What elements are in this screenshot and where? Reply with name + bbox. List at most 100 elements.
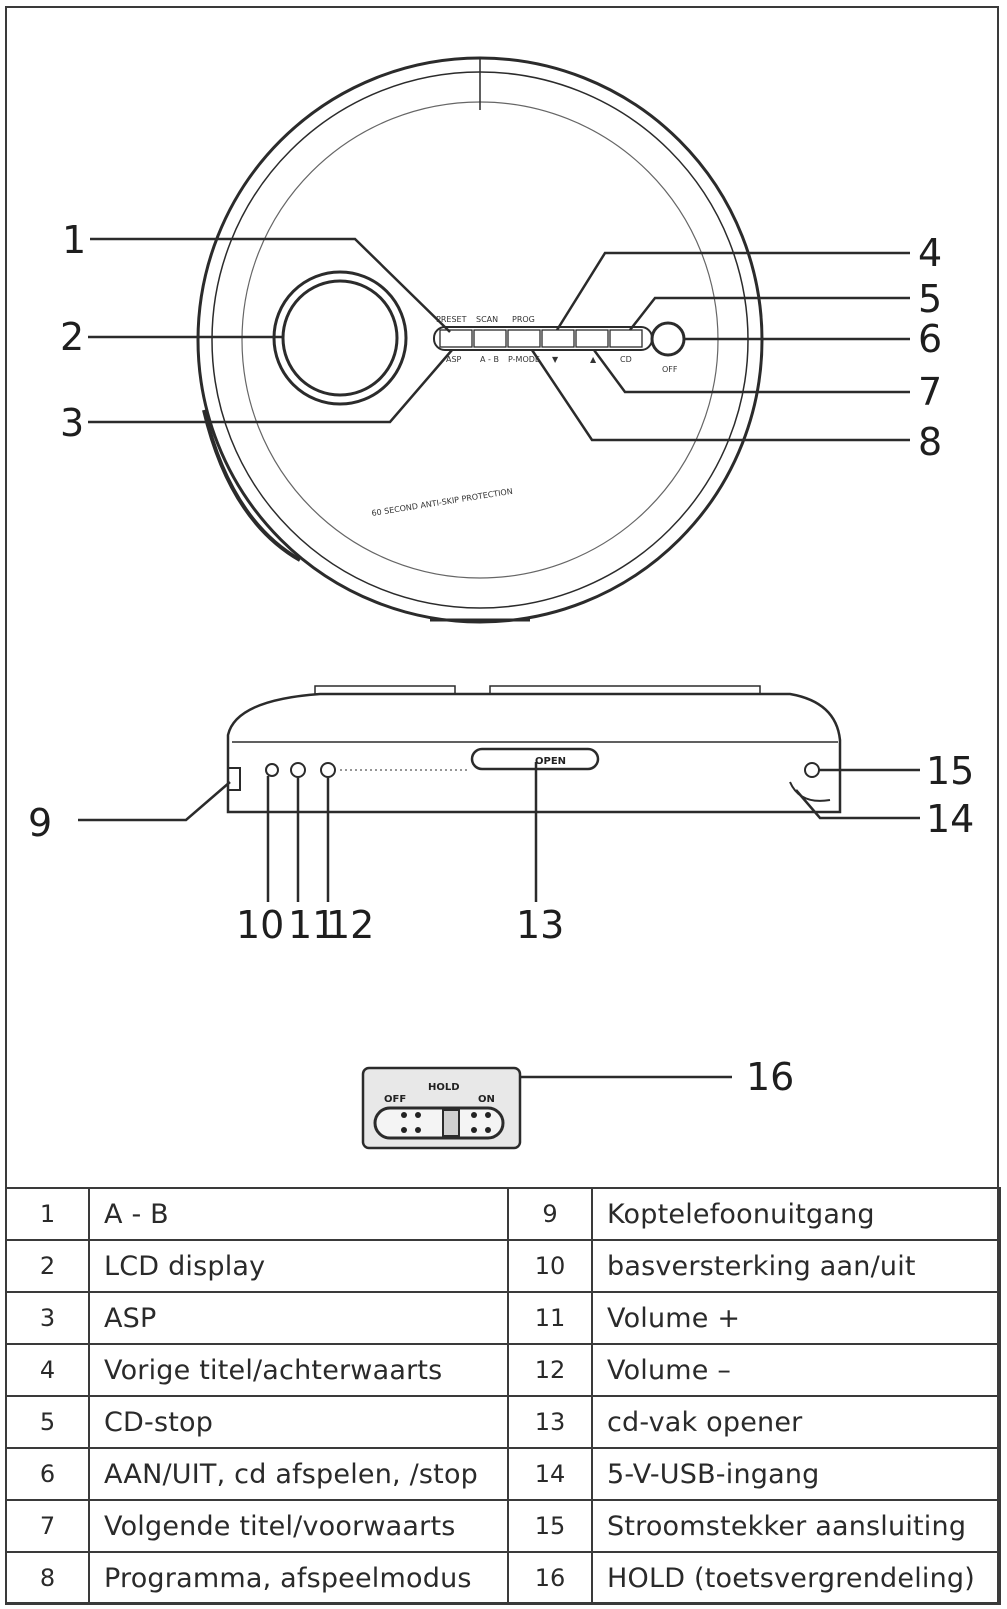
usb-port [789, 781, 831, 802]
callout-6: 6 [918, 317, 942, 361]
callout-14: 14 [926, 797, 974, 841]
item-description: Volume + [591, 1291, 1001, 1345]
lcd-display-outer [272, 270, 408, 406]
item-description: LCD display [88, 1239, 509, 1293]
table-row: 8 Programma, afspeelmodus 16 HOLD (toets… [5, 1551, 1001, 1605]
leader-5 [629, 296, 910, 331]
item-number: 8 [5, 1551, 90, 1605]
item-description: Volgende titel/voorwaarts [88, 1499, 509, 1553]
leader-4 [555, 251, 910, 331]
side-view-lid-top [314, 685, 456, 695]
table-row: 5 CD-stop 13 cd-vak opener [5, 1395, 1001, 1449]
item-number: 12 [507, 1343, 593, 1397]
item-description: HOLD (toetsvergrendeling) [591, 1551, 1001, 1605]
callout-3: 3 [60, 401, 84, 445]
item-number: 7 [5, 1499, 90, 1553]
callout-15: 15 [926, 749, 974, 793]
callout-13: 13 [516, 903, 564, 947]
item-description: A - B [88, 1187, 509, 1241]
label-hold-off: OFF [384, 1094, 406, 1105]
item-description: basversterking aan/uit [591, 1239, 1001, 1293]
label-cd: CD [620, 355, 632, 364]
leader-7 [592, 349, 910, 394]
parts-table: 1 A - B 9 Koptelefoonuitgang 2 LCD displ… [5, 1187, 1001, 1605]
table-row: 4 Vorige titel/achterwaarts 12 Volume – [5, 1343, 1001, 1397]
lcd-display [281, 279, 399, 397]
player-lid-ring [211, 71, 749, 609]
callout-10: 10 [236, 903, 284, 947]
label-pmode: P-MODE [508, 355, 540, 364]
item-description: Koptelefoonuitgang [591, 1187, 1001, 1241]
power-play-button[interactable] [650, 321, 686, 357]
item-number: 2 [5, 1239, 90, 1293]
item-description: 5-V-USB-ingang [591, 1447, 1001, 1501]
leader-9 [78, 781, 231, 822]
hold-switch-grip [401, 1112, 491, 1133]
label-down: ▼ [552, 355, 559, 364]
callout-16: 16 [746, 1055, 794, 1099]
item-number: 13 [507, 1395, 593, 1449]
table-row: 1 A - B 9 Koptelefoonuitgang [5, 1187, 1001, 1241]
label-prog: PROG [512, 315, 535, 324]
callout-1: 1 [62, 218, 86, 262]
item-description: Volume – [591, 1343, 1001, 1397]
skip-back-button[interactable] [541, 329, 575, 348]
callout-5: 5 [918, 277, 942, 321]
bass-boost-switch[interactable] [265, 763, 279, 777]
callout-12: 12 [326, 903, 374, 947]
callout-4: 4 [918, 231, 942, 275]
item-number: 5 [5, 1395, 90, 1449]
item-number: 15 [507, 1499, 593, 1553]
label-preset: PRESET [436, 315, 467, 324]
leader-8 [530, 349, 910, 442]
volume-up-button[interactable] [290, 762, 306, 778]
label-hold: HOLD [428, 1082, 460, 1093]
item-number: 16 [507, 1551, 593, 1605]
ab-button[interactable] [473, 329, 507, 348]
table-row: 6 AAN/UIT, cd afspelen, /stop 14 5-V-USB… [5, 1447, 1001, 1501]
item-description: Programma, afspeelmodus [88, 1551, 509, 1605]
dc-power-socket [804, 762, 820, 778]
player-inner-ring [241, 101, 719, 579]
leader-14 [795, 789, 920, 820]
callout-7: 7 [918, 370, 942, 414]
pmode-button[interactable] [507, 329, 541, 348]
table-row: 2 LCD display 10 basversterking aan/uit [5, 1239, 1001, 1293]
callout-11: 11 [288, 903, 336, 947]
cd-player-diagram: PRESET SCAN PROG ASP A - B P-MODE ▼ ▲ CD… [28, 56, 974, 1150]
label-asp: ASP [446, 355, 462, 364]
item-number: 1 [5, 1187, 90, 1241]
item-number: 14 [507, 1447, 593, 1501]
item-number: 6 [5, 1447, 90, 1501]
item-description: Vorige titel/achterwaarts [88, 1343, 509, 1397]
label-open: OPEN [535, 756, 566, 767]
item-description: CD-stop [88, 1395, 509, 1449]
item-description: ASP [88, 1291, 509, 1345]
side-view-buttons [489, 685, 761, 695]
label-up: ▲ [590, 355, 597, 364]
callout-8: 8 [918, 420, 942, 464]
item-number: 9 [507, 1187, 593, 1241]
table-row: 7 Volgende titel/voorwaarts 15 Stroomste… [5, 1499, 1001, 1553]
label-off: OFF [662, 365, 678, 374]
label-ab: A - B [480, 355, 499, 364]
volume-down-button[interactable] [320, 762, 336, 778]
table-row: 3 ASP 11 Volume + [5, 1291, 1001, 1345]
callout-9: 9 [28, 801, 52, 845]
label-scan: SCAN [476, 315, 498, 324]
cd-stop-button[interactable] [609, 329, 643, 348]
hold-switch-knob[interactable] [442, 1109, 460, 1137]
rim-text: 60 SECOND ANTI-SKIP PROTECTION [371, 487, 513, 518]
hold-switch-track[interactable] [373, 1106, 505, 1140]
asp-button[interactable] [439, 329, 473, 348]
skip-forward-button[interactable] [575, 329, 609, 348]
item-number: 3 [5, 1291, 90, 1345]
leader-1 [90, 237, 451, 333]
item-number: 10 [507, 1239, 593, 1293]
headphone-jack [227, 767, 241, 791]
item-number: 4 [5, 1343, 90, 1397]
leader-3 [88, 349, 453, 424]
item-number: 11 [507, 1291, 593, 1345]
label-hold-on: ON [478, 1094, 495, 1105]
callout-2: 2 [60, 315, 84, 359]
